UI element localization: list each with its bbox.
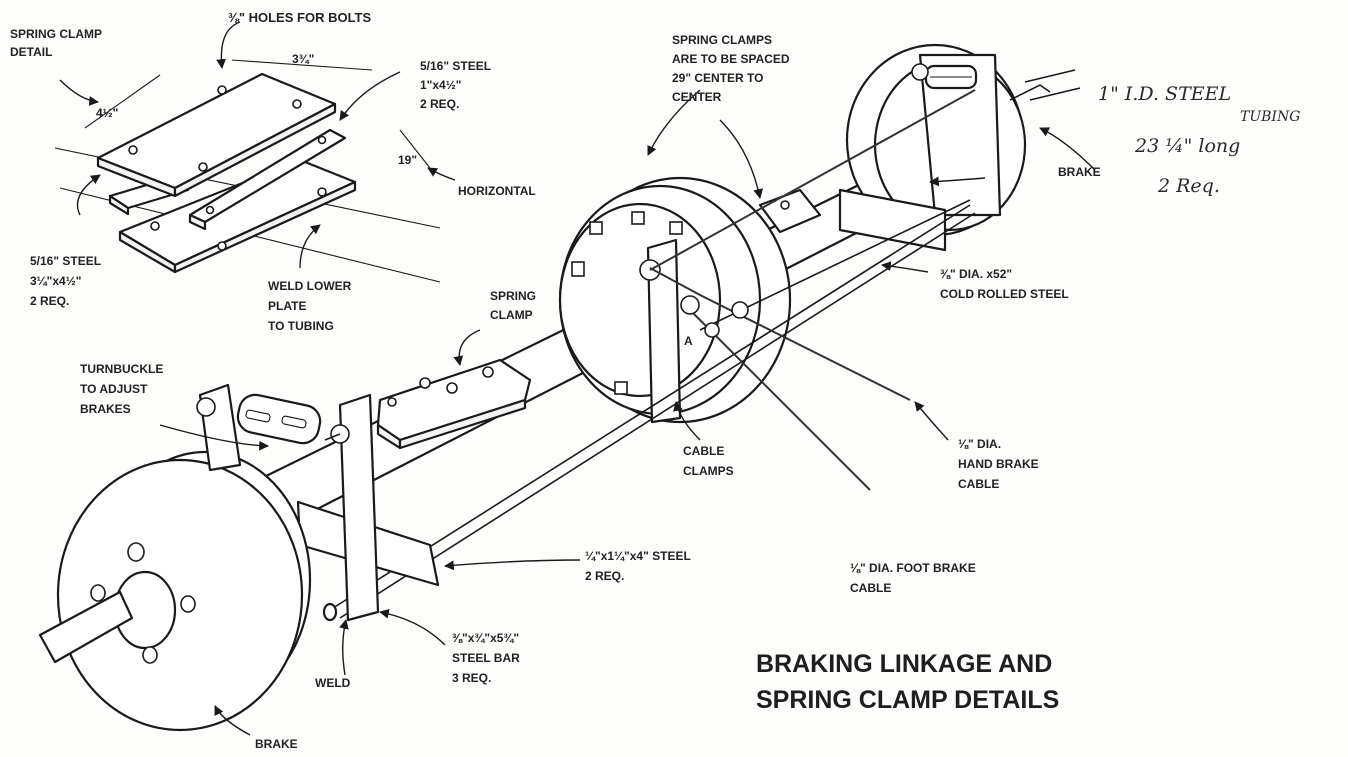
label-tubing-3: 23 ¼" long xyxy=(1134,135,1240,157)
label-turnbuckle-1: TURNBUCKLE xyxy=(80,362,163,376)
label-weld: WELD xyxy=(315,676,351,690)
label-hand-brake-2: HAND BRAKE xyxy=(958,457,1039,471)
label-weld-lower-2: PLATE xyxy=(268,299,306,313)
label-brake-left: BRAKE xyxy=(255,737,298,751)
label-turnbuckle-3: BRAKES xyxy=(80,402,131,416)
label-turnbuckle-2: TO ADJUST xyxy=(80,382,148,396)
label-cable-clamps-2: CLAMPS xyxy=(683,464,734,478)
label-brake-right: BRAKE xyxy=(1058,165,1101,179)
right-brake-drum xyxy=(845,43,1081,237)
label-steel-lower-3: 2 REQ. xyxy=(30,294,69,308)
title-line-1: BRAKING LINKAGE AND xyxy=(756,650,1052,678)
label-rod-2: COLD ROLLED STEEL xyxy=(940,287,1069,301)
label-spring-clamp-detail-2: DETAIL xyxy=(10,45,52,59)
label-cable-clamps-1: CABLE xyxy=(683,444,724,458)
label-dim-4-1-2: 4½" xyxy=(96,106,118,120)
right-spring-clamp xyxy=(699,188,971,331)
label-steel-bar-2: STEEL BAR xyxy=(452,651,520,665)
label-point-a: A xyxy=(684,334,693,348)
label-weld-lower-1: WELD LOWER xyxy=(268,279,352,293)
label-foot-brake-1: ⅛" DIA. FOOT BRAKE xyxy=(850,561,976,575)
label-hand-brake-3: CABLE xyxy=(958,477,999,491)
label-spring-clamp-2: CLAMP xyxy=(490,308,533,322)
label-spacing-1: SPRING CLAMPS xyxy=(672,33,772,47)
label-holes-for-bolts: ⅜" HOLES FOR BOLTS xyxy=(228,10,371,25)
leader-arrows xyxy=(59,21,1096,736)
label-spacing-2: ARE TO BE SPACED xyxy=(672,52,790,66)
label-steel-bar-1: ⅜"x¾"x5¾" xyxy=(452,631,519,645)
label-spacing-3: 29" CENTER TO xyxy=(672,71,764,85)
brake-cables xyxy=(649,89,976,491)
cold-rolled-rod xyxy=(322,204,976,622)
label-hand-brake-1: ⅛" DIA. xyxy=(958,437,1001,451)
label-weld-lower-3: TO TUBING xyxy=(268,319,334,333)
label-horizontal: HORIZONTAL xyxy=(458,184,536,198)
center-drum xyxy=(558,176,792,424)
spring-clamp-detail xyxy=(54,59,441,283)
label-steel-lower-1: 5/16" STEEL xyxy=(30,254,101,268)
label-rod-1: ⅜" DIA. x52" xyxy=(940,267,1012,281)
label-steel-bar-3: 3 REQ. xyxy=(452,671,491,685)
label-spring-clamp-detail-1: SPRING CLAMP xyxy=(10,27,102,41)
label-tubing-2: TUBING xyxy=(1240,109,1300,125)
label-spacing-4: CENTER xyxy=(672,90,722,104)
left-spring-clamp xyxy=(376,358,532,450)
title-line-2: SPRING CLAMP DETAILS xyxy=(756,686,1059,714)
label-angle-steel-2: 2 REQ. xyxy=(585,569,624,583)
labels: ⅜" HOLES FOR BOLTS SPRING CLAMP DETAIL 3… xyxy=(10,10,1300,751)
label-tubing-1: 1" I.D. STEEL xyxy=(1098,83,1231,105)
label-steel-upper-1: 5/16" STEEL xyxy=(420,59,491,73)
label-foot-brake-2: CABLE xyxy=(850,581,891,595)
label-tubing-4: 2 Req. xyxy=(1157,175,1220,197)
left-brake-drum xyxy=(38,383,341,732)
diagram-title: BRAKING LINKAGE AND SPRING CLAMP DETAILS xyxy=(756,650,1059,714)
label-steel-lower-2: 3¼"x4½" xyxy=(30,274,81,288)
label-angle-steel-1: ¼"x1¼"x4" STEEL xyxy=(585,549,691,563)
label-dim-3-3-4: 3¾" xyxy=(292,52,314,66)
label-dim-19: 19" xyxy=(398,153,417,167)
label-steel-upper-2: 1"x4½" xyxy=(420,78,461,92)
label-spring-clamp-1: SPRING xyxy=(490,289,536,303)
label-steel-upper-3: 2 REQ. xyxy=(420,97,459,111)
